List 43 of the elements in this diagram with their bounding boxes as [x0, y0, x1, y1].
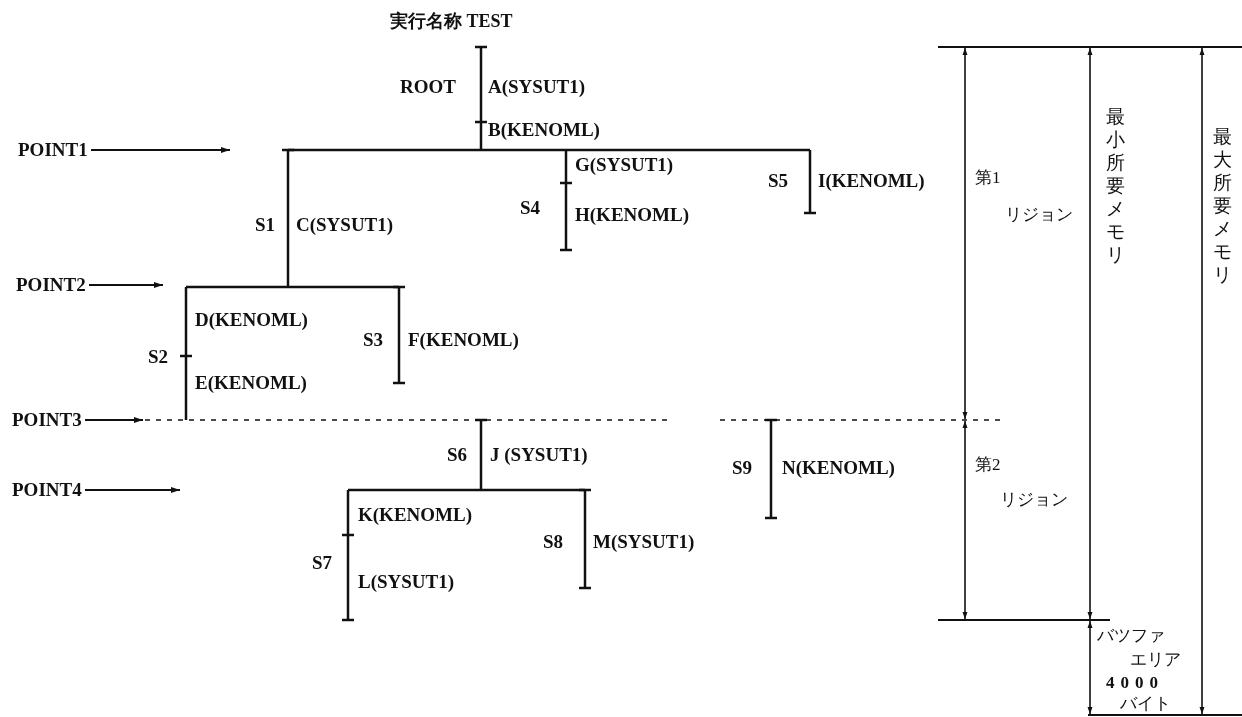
point-label: POINT4	[12, 479, 82, 501]
arrow	[88, 282, 164, 288]
arrow	[84, 487, 181, 493]
overlay-segment-label: E(KENOML)	[195, 372, 307, 394]
buffer-label: バイト	[1120, 694, 1171, 714]
dimension-label: 最大所要メモリ	[1213, 125, 1233, 286]
buffer-size-label: 4000	[1106, 673, 1164, 693]
overlay-segment-label: J (SYSUT1)	[490, 444, 588, 466]
region-label: 第2	[975, 455, 1001, 475]
overlay-segment-label: A(SYSUT1)	[488, 76, 586, 98]
segment-label: S5	[768, 170, 789, 192]
overlay-segment-label: M(SYSUT1)	[593, 531, 695, 553]
overlay-segment-label: D(KENOML)	[195, 309, 308, 331]
overlay-segment-label: I(KENOML)	[818, 170, 925, 192]
arrow	[84, 417, 144, 423]
segment-label: S4	[520, 197, 541, 219]
segment-label: S2	[148, 346, 169, 368]
arrow	[90, 147, 231, 153]
segment-label: S1	[255, 214, 276, 236]
buffer-label: バツファ	[1097, 626, 1165, 646]
overlay-segment-label: H(KENOML)	[575, 204, 689, 226]
point-label: POINT3	[12, 409, 82, 431]
segment-label: S6	[447, 444, 468, 466]
overlay-segment-label: K(KENOML)	[358, 504, 472, 526]
dimension-label: 最小所要メモリ	[1106, 105, 1126, 266]
overlay-segment-label: B(KENOML)	[488, 119, 600, 141]
region-label: 第1	[975, 168, 1001, 188]
segment-label: S8	[543, 531, 564, 553]
overlay-segment-label: N(KENOML)	[782, 457, 895, 479]
point-label: POINT1	[18, 139, 88, 161]
segment-label: S9	[732, 457, 753, 479]
segment-label: S3	[363, 329, 384, 351]
region-label: リジョン	[1000, 490, 1068, 510]
title: 実行名称 TEST	[390, 12, 513, 32]
overlay-segment-label: F(KENOML)	[408, 329, 519, 351]
overlay-segment-label: C(SYSUT1)	[296, 214, 394, 236]
overlay-segment-label: L(SYSUT1)	[358, 571, 455, 593]
buffer-label: エリア	[1130, 650, 1181, 670]
segment-label: ROOT	[400, 76, 456, 98]
overlay-segment-label: G(SYSUT1)	[575, 154, 674, 176]
point-label: POINT2	[16, 274, 86, 296]
region-label: リジョン	[1005, 205, 1073, 225]
segment-label: S7	[312, 552, 333, 574]
